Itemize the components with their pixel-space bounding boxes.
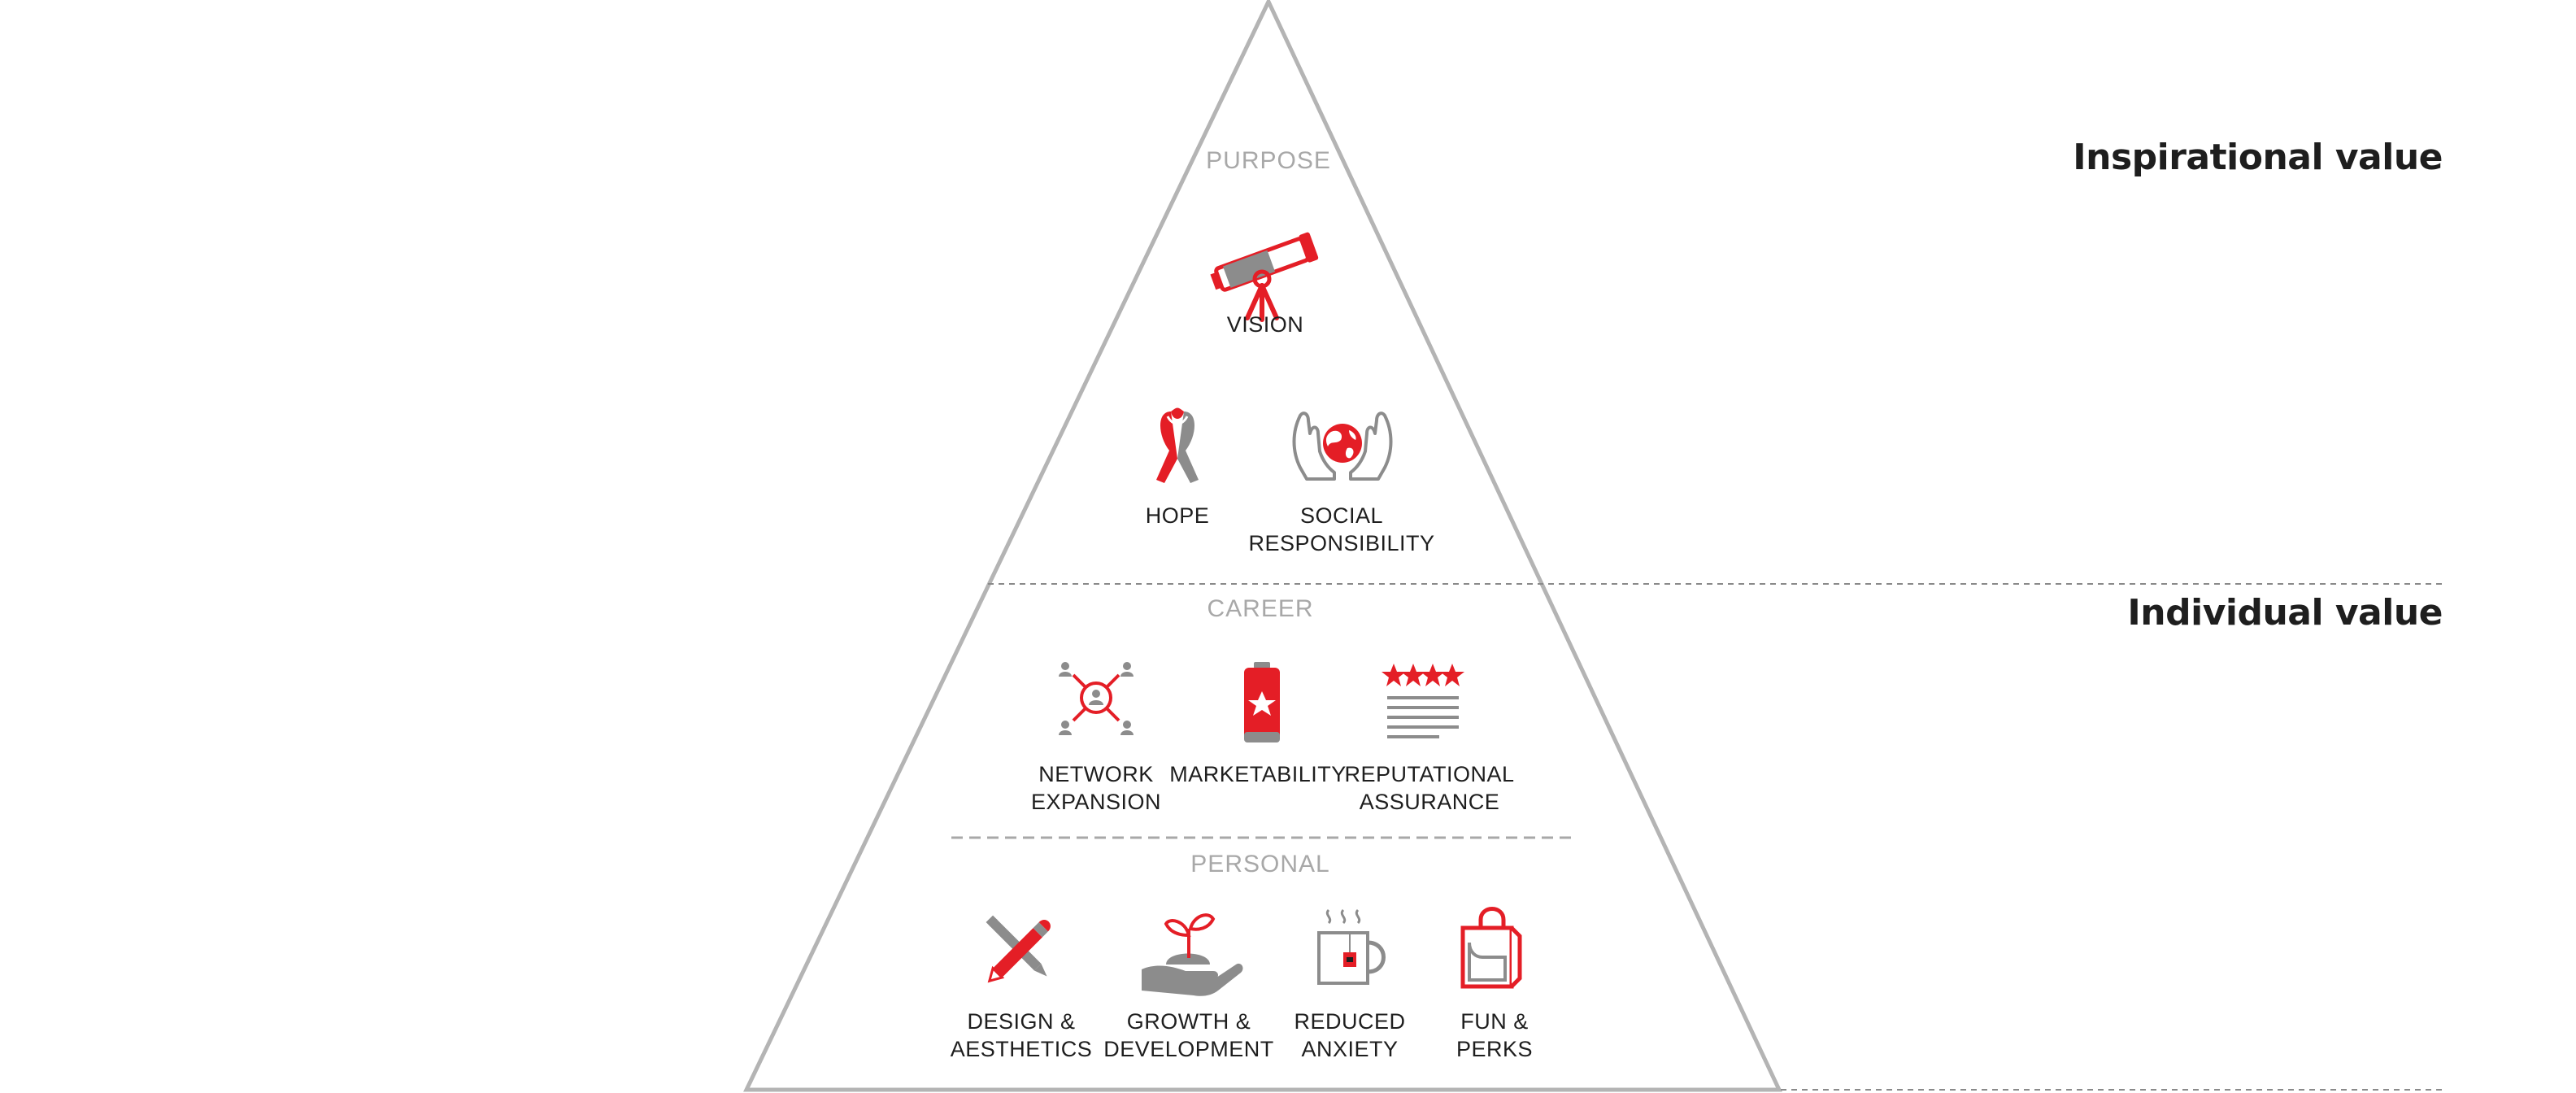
label-line: SOCIAL	[1299, 503, 1384, 528]
label-line: ANXIETY	[1301, 1037, 1399, 1061]
label-line: REDUCED	[1294, 1009, 1406, 1034]
label-line: RESPONSIBILITY	[1248, 531, 1435, 555]
star-rating-icon	[1382, 664, 1464, 738]
item-label-vision: VISION	[1160, 311, 1371, 338]
label-line: PERKS	[1456, 1037, 1534, 1061]
section-label-career: CAREER	[1207, 595, 1314, 622]
item-label-social-responsibility: SOCIAL RESPONSIBILITY	[1220, 502, 1464, 557]
label-line: GROWTH &	[1126, 1009, 1251, 1034]
label-line: NETWORK	[1038, 762, 1154, 786]
pencil-brush-icon	[986, 915, 1051, 983]
item-label-design-aesthetics: DESIGN & AESTHETICS	[916, 1008, 1127, 1063]
section-label-purpose: PURPOSE	[1206, 147, 1331, 174]
label-line: HOPE	[1145, 503, 1210, 528]
hand-sprout-icon	[1142, 913, 1243, 996]
network-icon	[1059, 662, 1134, 735]
hands-globe-icon	[1292, 412, 1393, 481]
tier-label-individual: Individual value	[2127, 592, 2443, 634]
label-line: VISION	[1226, 312, 1304, 337]
label-line: EXPANSION	[1030, 790, 1162, 814]
label-line: FUN &	[1460, 1009, 1529, 1034]
label-line: ASSURANCE	[1359, 790, 1500, 814]
tier-label-inspirational: Inspirational value	[2073, 137, 2443, 178]
label-line: AESTHETICS	[950, 1037, 1093, 1061]
item-label-fun-perks: FUN & PERKS	[1389, 1008, 1600, 1063]
ribbon-icon	[1156, 407, 1199, 483]
item-label-marketability: MARKETABILITY	[1148, 760, 1368, 788]
item-label-hope: HOPE	[1072, 502, 1283, 529]
label-line: MARKETABILITY	[1169, 762, 1347, 786]
shopping-bag-icon	[1460, 907, 1522, 989]
section-label-personal: PERSONAL	[1190, 851, 1330, 877]
item-label-growth-development: GROWTH & DEVELOPMENT	[1077, 1008, 1300, 1063]
label-line: DESIGN &	[967, 1009, 1076, 1034]
item-label-reduced-anxiety: REDUCED ANXIETY	[1244, 1008, 1456, 1063]
label-line: REPUTATIONAL	[1344, 762, 1515, 786]
battery-star-icon	[1244, 662, 1280, 742]
item-label-network-expansion: NETWORK EXPANSION	[990, 760, 1202, 816]
telescope-icon	[1210, 232, 1319, 322]
label-line: DEVELOPMENT	[1103, 1037, 1274, 1061]
item-label-reputational-assurance: REPUTATIONAL ASSURANCE	[1309, 760, 1550, 816]
pyramid-outline	[743, 0, 1782, 1092]
tea-cup-icon	[1317, 908, 1386, 985]
